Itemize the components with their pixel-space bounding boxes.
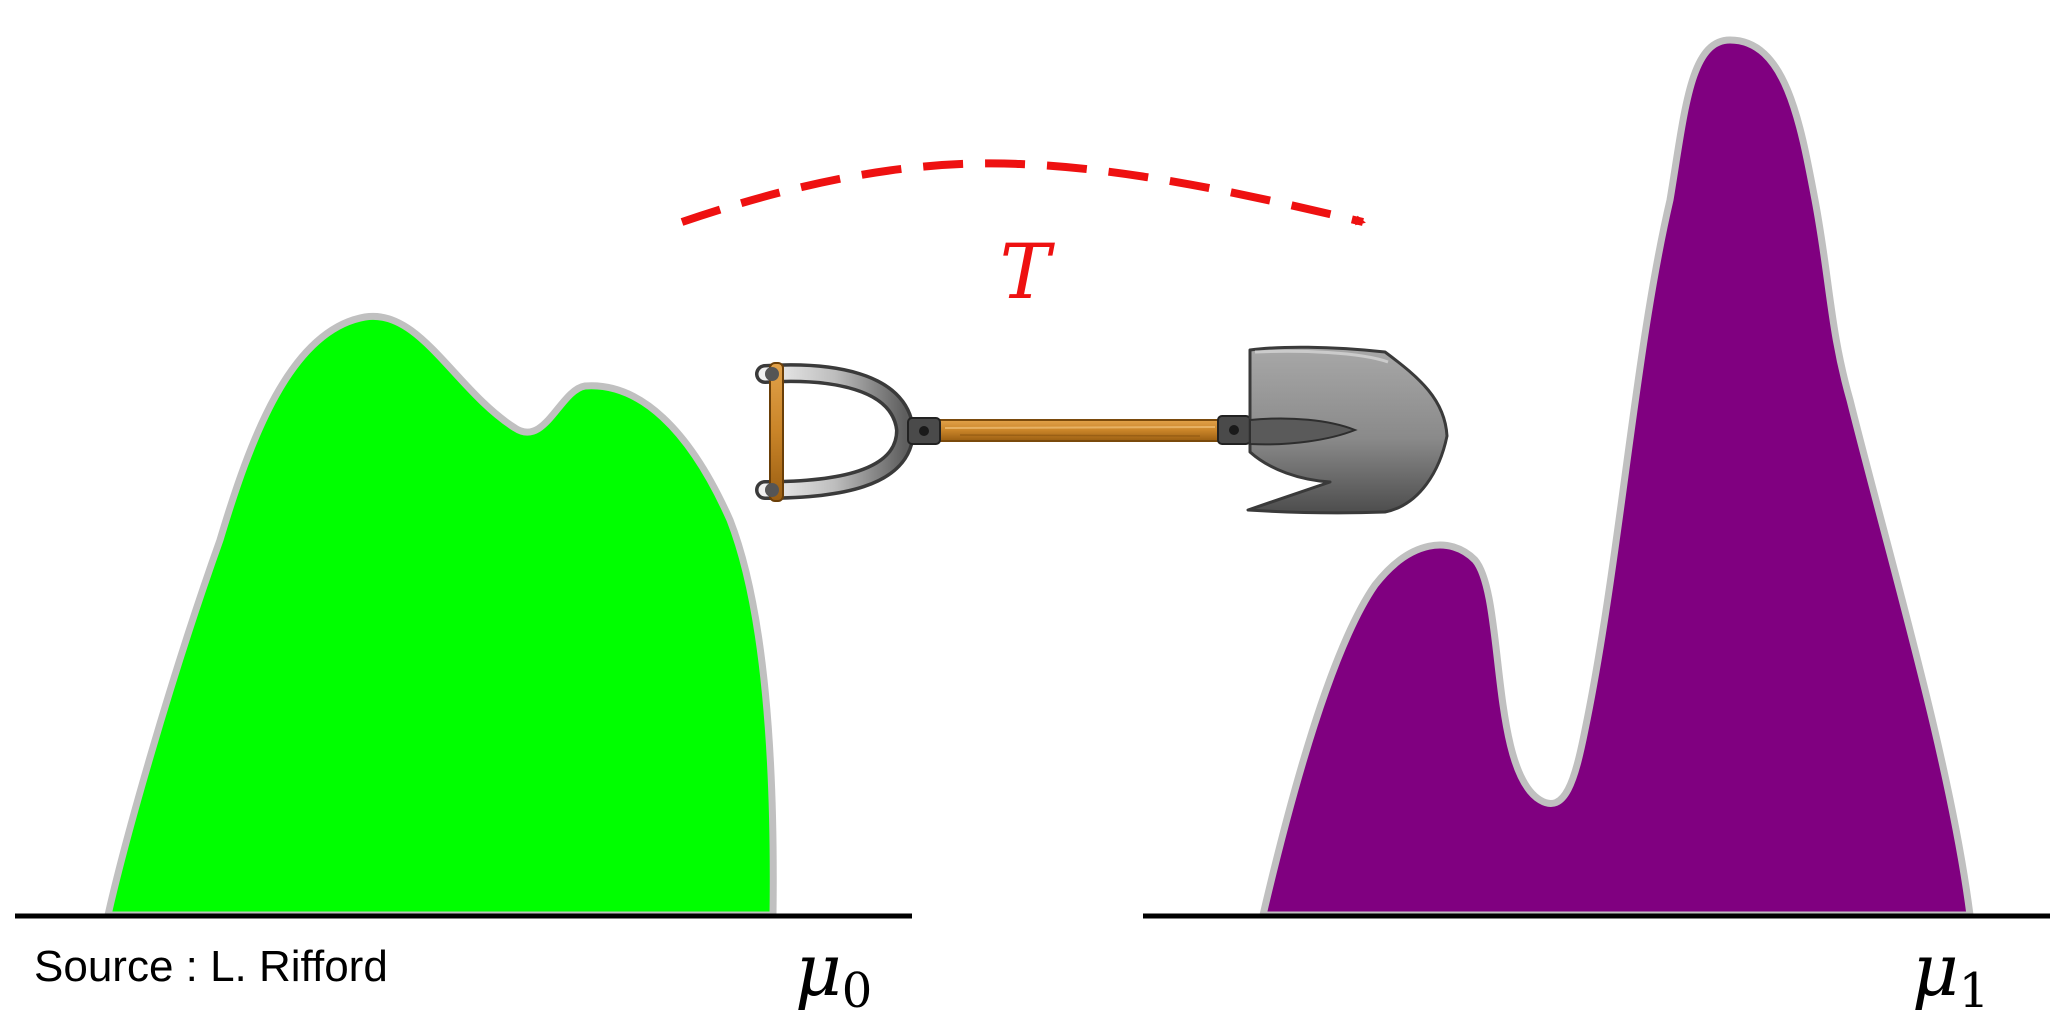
target-measure-label: μ1 [1912, 928, 1989, 1019]
shovel-icon [755, 345, 1449, 515]
source-measure-label: μ0 [795, 928, 872, 1019]
source-credit: Source : L. Rifford [34, 942, 388, 991]
source-distribution-shape [104, 312, 777, 919]
transport-map-arrow [680, 159, 1366, 226]
target-distribution-shape [1259, 36, 1974, 919]
transport-map-label: T [1000, 227, 1056, 316]
